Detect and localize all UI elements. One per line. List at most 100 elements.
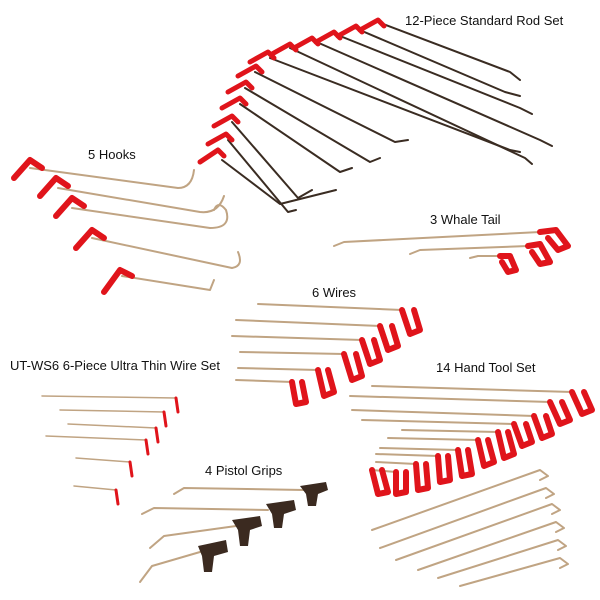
pistol-grip-3 xyxy=(232,516,262,546)
ultra-thin-5 xyxy=(75,457,131,463)
label-wires: 6 Wires xyxy=(312,285,357,300)
hook-rod-2 xyxy=(379,487,555,549)
hand-tool-rod-2 xyxy=(349,395,551,403)
rod-4 xyxy=(311,39,553,147)
hand-tool-handle-1 xyxy=(569,389,595,417)
whale-tail-set xyxy=(333,227,571,275)
hook-rod-1 xyxy=(371,469,549,531)
hand-tool-handle-2 xyxy=(547,399,573,427)
hook-4 xyxy=(91,237,241,269)
hook-5 xyxy=(121,275,215,291)
wire-5 xyxy=(237,367,319,371)
whale-tail-1 xyxy=(333,231,541,247)
wires-set xyxy=(231,303,423,407)
rod-9 xyxy=(239,103,353,173)
hook-3 xyxy=(71,204,229,229)
rod-11 xyxy=(227,139,297,213)
whale-tail-handle-3 xyxy=(497,253,519,275)
hook-handle-2 xyxy=(37,175,71,199)
label-pistol-grips: 4 Pistol Grips xyxy=(205,463,283,478)
standard-rod-set xyxy=(197,17,553,213)
label-hooks: 5 Hooks xyxy=(88,147,136,162)
rod-8 xyxy=(244,87,381,163)
wire-handle-3 xyxy=(359,337,383,367)
hand-tool-rod-3 xyxy=(351,409,535,417)
hand-tool-handles xyxy=(369,389,595,497)
wire-4 xyxy=(239,351,345,355)
hook-rod-3 xyxy=(395,503,561,561)
standard-rod-handles xyxy=(197,17,387,165)
ultra-thin-tip-1 xyxy=(174,396,180,414)
hand-tool-rod-7 xyxy=(379,447,459,451)
pistol-rod-3 xyxy=(149,525,237,549)
hook-handle-1 xyxy=(11,157,45,181)
pistol-grip-rods xyxy=(139,487,305,583)
whale-tail-rods xyxy=(333,231,541,259)
pistol-rod-2 xyxy=(141,507,269,515)
whale-tail-handles xyxy=(497,227,571,275)
ultra-thin-3 xyxy=(67,423,157,429)
label-hand-tool-set: 14 Hand Tool Set xyxy=(436,360,536,375)
pistol-rod-1 xyxy=(173,487,305,495)
hand-tool-rod-4 xyxy=(361,419,515,425)
hook-handle-4 xyxy=(73,227,107,251)
ultra-thin-tips xyxy=(114,396,180,506)
rod-6 xyxy=(269,57,521,153)
wire-handle-4 xyxy=(341,351,365,383)
hand-tool-rod-9 xyxy=(375,461,417,465)
hand-tool-handle-10 xyxy=(393,469,409,497)
pistol-grip-2 xyxy=(266,500,296,528)
hand-tool-handle-9 xyxy=(413,461,431,493)
hand-tool-handle-6 xyxy=(475,437,497,469)
rod-12 xyxy=(221,159,337,205)
hand-tool-rod-8 xyxy=(375,453,439,457)
hand-tool-handle-11 xyxy=(369,467,391,497)
hook-handle-3 xyxy=(53,195,87,219)
wire-6 xyxy=(235,379,293,383)
wire-handle-2 xyxy=(377,323,401,353)
wire-2 xyxy=(235,319,381,327)
wire-handle-5 xyxy=(315,367,337,399)
rod-10 xyxy=(231,121,313,199)
handle-4 xyxy=(291,35,321,51)
whale-tail-2 xyxy=(409,245,529,255)
hooks-set xyxy=(11,157,241,295)
pistol-grip-1 xyxy=(300,482,328,506)
handle-7 xyxy=(235,63,265,79)
whale-tail-handle-1 xyxy=(537,227,571,253)
ultra-thin-2 xyxy=(59,409,165,413)
hand-tool-handle-4 xyxy=(511,421,535,449)
wire-3 xyxy=(231,335,363,341)
handle-10 xyxy=(211,113,241,129)
ultra-thin-tip-5 xyxy=(128,460,134,478)
wire-rods xyxy=(231,303,403,383)
standard-rods xyxy=(221,21,553,213)
handle-3 xyxy=(313,29,343,45)
hand-tool-set xyxy=(349,385,595,587)
label-standard-rod-set: 12-Piece Standard Rod Set xyxy=(405,13,564,28)
hook-rod-6 xyxy=(459,557,569,587)
rod-2 xyxy=(354,27,521,97)
rod-7 xyxy=(254,71,409,143)
hand-tool-rod-6 xyxy=(387,437,479,441)
pistol-rod-4 xyxy=(139,551,201,583)
ultra-thin-tip-6 xyxy=(114,488,120,506)
hook-rod-5 xyxy=(437,539,567,579)
ultra-thin-1 xyxy=(41,395,177,399)
rod-3 xyxy=(334,33,533,115)
pistol-grip-4 xyxy=(198,540,228,572)
hand-tool-hook-rods xyxy=(371,469,569,587)
handle-5 xyxy=(269,41,299,57)
hand-tool-handle-5 xyxy=(495,429,517,461)
ultra-thin-wire-set xyxy=(41,395,180,506)
handle-9 xyxy=(219,95,249,111)
label-ultra-thin-set: UT-WS6 6-Piece Ultra Thin Wire Set xyxy=(10,358,220,373)
ultra-thin-tip-4 xyxy=(144,438,150,456)
handle-1 xyxy=(357,17,387,33)
hand-tool-rods xyxy=(349,385,573,473)
rod-1 xyxy=(377,21,521,81)
whale-tail-handle-2 xyxy=(525,241,553,267)
hand-tool-handle-7 xyxy=(455,447,475,479)
hook-handles xyxy=(11,157,135,295)
